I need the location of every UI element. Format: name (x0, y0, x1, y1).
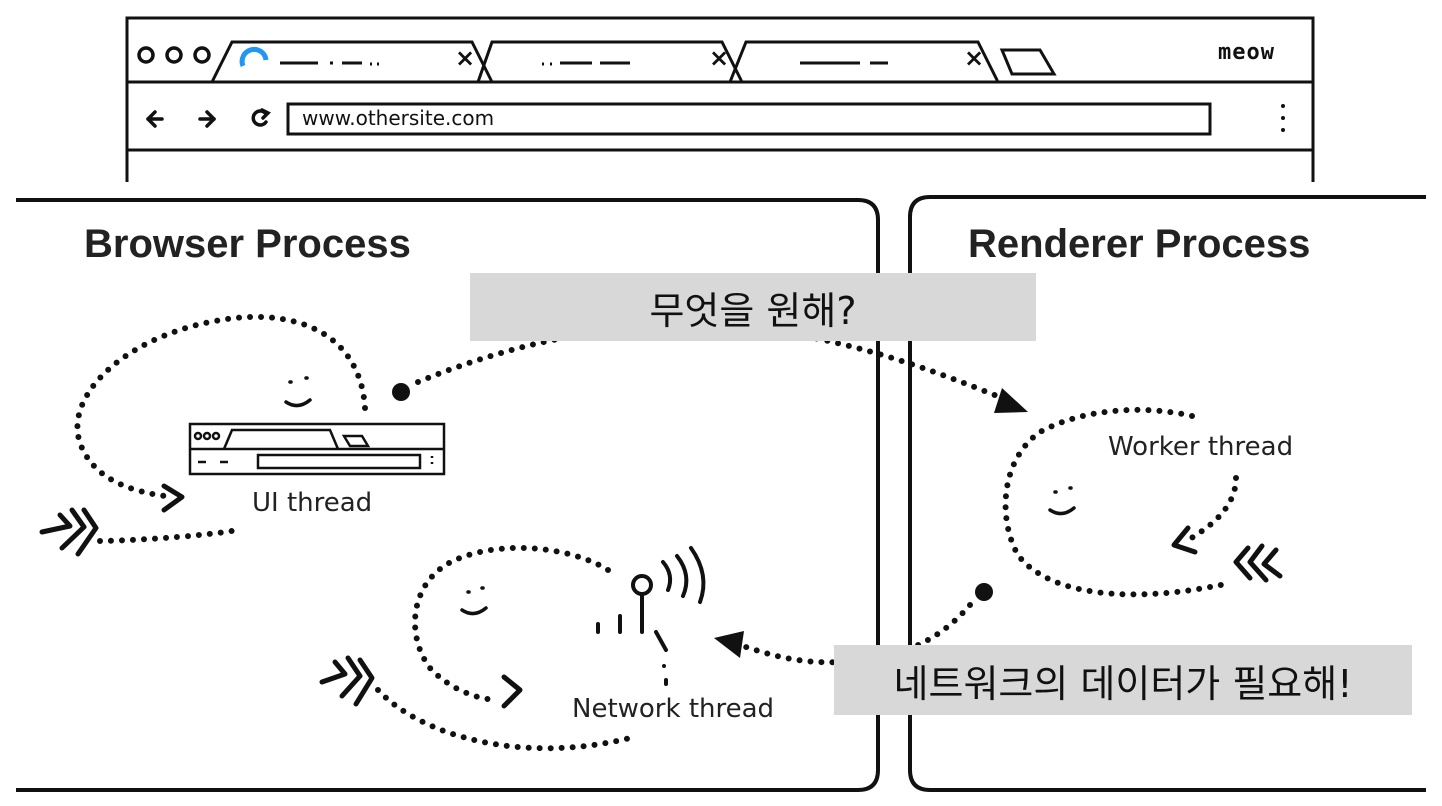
ui-to-worker-arrowhead (994, 388, 1028, 413)
back-arrow-icon[interactable] (146, 110, 164, 128)
worker-thread-face (1048, 486, 1076, 516)
address-bar[interactable] (286, 102, 1212, 136)
loading-spinner-icon (239, 46, 269, 67)
worker-to-network-start-dot (975, 583, 993, 601)
tab-1-close-icon[interactable]: × (455, 44, 476, 72)
tab-3[interactable] (728, 40, 1000, 83)
worker-to-network-arrowhead (714, 631, 744, 658)
tab-1[interactable] (210, 40, 494, 83)
reload-icon[interactable] (251, 108, 271, 127)
new-tab-icon[interactable] (999, 48, 1057, 76)
network-thread-arrowhead (501, 674, 523, 709)
worker-thread-arrowhead (1171, 525, 1198, 555)
tab-2[interactable] (476, 40, 744, 83)
mini-browser-icon (188, 422, 446, 476)
browser-process-title: Browser Process (84, 222, 411, 266)
network-thread-loop (375, 545, 633, 752)
ui-thread-face (284, 376, 312, 408)
request-callout: 무엇을 원해? (470, 273, 1036, 341)
network-thread-face (460, 586, 488, 616)
forward-arrow-icon[interactable] (198, 110, 216, 128)
worker-thread-tail-chevrons (1233, 543, 1283, 583)
browser-brand-label: meow (1218, 40, 1275, 65)
worker-thread-loop (1002, 406, 1239, 598)
renderer-process-title: Renderer Process (968, 222, 1311, 266)
traffic-lights-icon (137, 46, 211, 64)
address-bar-url[interactable]: www.othersite.com (302, 106, 495, 130)
ui-to-worker-start-dot (392, 383, 410, 401)
ui-thread-tail-chevrons (39, 507, 99, 557)
worker-thread-label: Worker thread (1108, 432, 1294, 462)
antenna-signal-icon (596, 546, 706, 686)
network-thread-label: Network thread (572, 694, 775, 724)
ui-thread-loop (74, 313, 368, 544)
tab-2-close-icon[interactable]: × (709, 44, 730, 72)
browser-window-frame (125, 16, 1315, 182)
response-callout: 네트워크의 데이터가 필요해! (834, 645, 1412, 715)
renderer-process-box (908, 195, 1426, 792)
kebab-menu-icon[interactable] (1281, 104, 1285, 132)
tab-3-close-icon[interactable]: × (964, 44, 985, 72)
ui-thread-label: UI thread (252, 488, 373, 518)
ui-thread-arrowhead (161, 483, 185, 513)
network-thread-tail-chevrons (319, 655, 375, 707)
browser-process-box (16, 198, 880, 792)
